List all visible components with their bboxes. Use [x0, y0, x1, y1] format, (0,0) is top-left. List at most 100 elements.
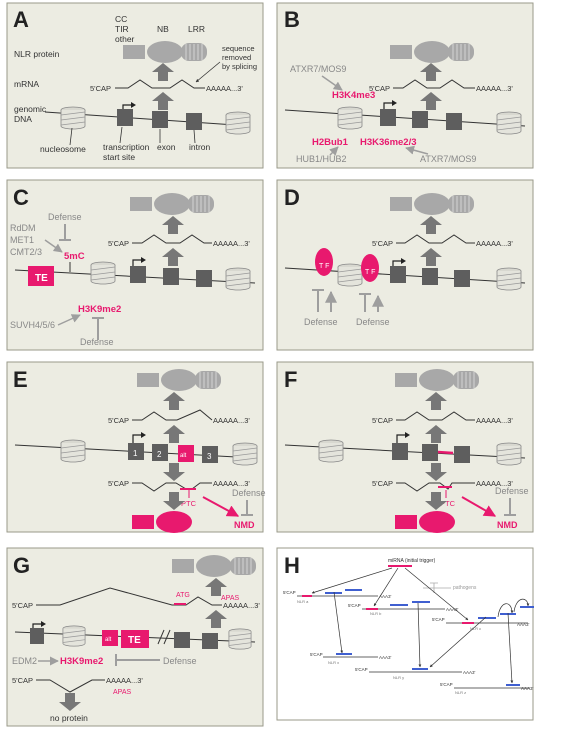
panel-d-letter: D [284, 185, 300, 210]
panel-f-letter: F [284, 367, 297, 392]
label-edm2: EDM2 [12, 656, 37, 666]
label-alt-e: alt [180, 453, 187, 459]
nucleosome-c2 [225, 267, 251, 291]
label-h3k9me2-g: H3K9me2 [60, 656, 103, 667]
label-lrr: LRR [188, 24, 205, 34]
panel-h: H miRNA (initial trigger) pathogens 5'CA… [276, 547, 534, 721]
label-nmd-e: NMD [234, 520, 255, 530]
panel-e-letter: E [13, 367, 28, 392]
panel-c-letter: C [13, 185, 29, 210]
label-aaa-y: AAA3' [463, 670, 476, 675]
label-other: other [115, 34, 135, 44]
label-transcription: transcription [103, 142, 150, 152]
label-5cap-e1: 5'CAP [108, 416, 129, 425]
label-defense-d-2: Defense [356, 317, 390, 327]
label-tf-1: T F [319, 263, 329, 270]
label-h3k9me2-c: H3K9me2 [78, 304, 121, 315]
label-nlr-protein: NLR protein [14, 49, 60, 59]
nucleosome-f [318, 439, 344, 463]
label-nlr-b: NLR b [370, 611, 382, 616]
label-atg: ATG [176, 592, 190, 599]
label-cc: CC [115, 14, 127, 24]
label-defense-c-bottom: Defense [80, 337, 114, 347]
label-5cap: 5'CAP [90, 84, 111, 93]
label-tir: TIR [115, 24, 129, 34]
panel-a: A CC TIR other NB LRR NLR protein sequen… [6, 2, 264, 169]
label-5cap-g2: 5'CAP [12, 676, 33, 685]
label-defense-g: Defense [163, 656, 197, 666]
label-nlr-c: NLR c [470, 626, 481, 631]
nucleosome-f2 [496, 442, 522, 466]
label-tf-2: T F [365, 269, 375, 276]
label-cap-y: 5'CAP [355, 667, 368, 672]
label-5cap-f2: 5'CAP [372, 479, 393, 488]
label-pathogens: pathogens [453, 585, 477, 591]
panel-b: B 5'CAP AAAAA...3' ATXR7/MOS9 H3K4me3 H2… [276, 2, 534, 169]
label-polya: AAAAA...3' [206, 84, 243, 93]
panel-h-bg [276, 547, 534, 721]
label-apas-g2: APAS [113, 689, 131, 696]
label-suvh4-5-6: SUVH4/5/6 [10, 320, 55, 330]
label-polya-e1: AAAAA...3' [213, 416, 250, 425]
label-defense-f: Defense [495, 486, 529, 496]
te-box-g [121, 630, 149, 648]
panel-a-bg [6, 2, 264, 169]
panel-g-letter: G [13, 553, 30, 578]
label-cap-x: 5'CAP [310, 652, 323, 657]
label-hub1-hub2: HUB1/HUB2 [296, 154, 347, 164]
label-aaa-a: AAA3' [379, 594, 392, 599]
label-nlr-x: NLR x [328, 660, 339, 665]
nucleosome-b [337, 106, 363, 130]
label-cap-z: 5'CAP [440, 682, 453, 687]
label-nucleosome: nucleosome [40, 144, 86, 154]
label-polya-f1: AAAAA...3' [476, 416, 513, 425]
label-h2bub1: H2Bub1 [312, 137, 349, 148]
label-mirna-trigger: miRNA (initial trigger) [388, 558, 436, 564]
label-aaa-c: AAA3' [517, 622, 530, 627]
label-cap-b: 5'CAP [348, 603, 361, 608]
nucleosome-left [60, 106, 86, 130]
label-cap-c: 5'CAP [432, 617, 445, 622]
label-nmd-f: NMD [497, 520, 518, 530]
panel-h-letter: H [284, 553, 300, 578]
label-aaa-b: AAA3' [446, 607, 459, 612]
label-polya-d: AAAAA...3' [476, 239, 513, 248]
label-polya-e2: AAAAA...3' [213, 479, 250, 488]
label-dna: DNA [14, 114, 32, 124]
panel-d: D 5'CAP AAAAA...3' T F T F Defense Defen… [276, 179, 534, 351]
label-met1: MET1 [10, 235, 34, 245]
label-sequence: sequence [222, 44, 255, 53]
nucleosome-e2 [232, 442, 258, 466]
label-h3k4me3: H3K4me3 [332, 90, 375, 101]
label-te-g: TE [128, 635, 141, 646]
panel-e: E 5'CAP AAAAA...3' 1 2 alt 3 5'CAP AAAAA… [6, 361, 266, 533]
nucleosome-e [60, 439, 86, 463]
label-ptc-f: PTC [440, 499, 456, 508]
label-polya-f2: AAAAA...3' [476, 479, 513, 488]
label-nlr-a: NLR a [297, 599, 309, 604]
label-defense-e: Defense [232, 488, 266, 498]
label-polya-g1: AAAAA...3' [223, 601, 260, 610]
label-nb: NB [157, 24, 169, 34]
label-start-site: start site [103, 152, 135, 162]
label-polya-g2: AAAAA...3' [106, 676, 143, 685]
te-box-c [28, 266, 54, 286]
alt-exon-g [102, 630, 118, 646]
nucleosome-g2 [228, 628, 252, 650]
label-by-splicing: by splicing [222, 62, 257, 71]
label-exon-1: 1 [133, 449, 138, 458]
label-exon-2: 2 [157, 450, 162, 459]
label-alt-g: alt [105, 637, 112, 643]
label-aaa-x: AAA3' [379, 655, 392, 660]
label-ptc-e: PTC [181, 499, 197, 508]
label-aaa-z: AAA3' [521, 686, 534, 691]
nucleosome-d2 [496, 267, 522, 291]
panel-g: G 5'CAP ATG APAS AAAAA...3' alt TE EDM2 … [6, 547, 264, 727]
label-intron: intron [189, 142, 211, 152]
label-5cap-d: 5'CAP [372, 239, 393, 248]
label-h3k36me2-3: H3K36me2/3 [360, 137, 417, 148]
label-rddm: RdDM [10, 223, 36, 233]
tf-oval-1 [315, 248, 333, 276]
label-5cap-b: 5'CAP [369, 84, 390, 93]
